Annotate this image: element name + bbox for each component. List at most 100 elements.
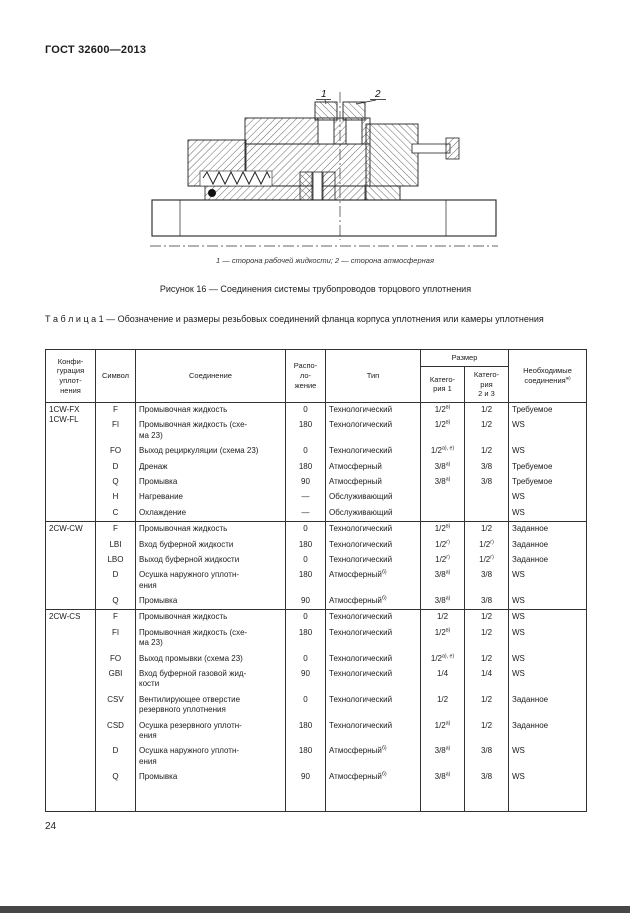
required-cell: WS bbox=[508, 490, 587, 506]
col-header-location: Распо-ло-жение bbox=[285, 349, 326, 403]
type-cell: Обслуживающий bbox=[325, 490, 421, 506]
page-number: 24 bbox=[45, 821, 57, 832]
cat1-cell: 1/2а) bbox=[420, 718, 465, 745]
location-cell: 180 bbox=[285, 537, 326, 553]
symbol-cell: D bbox=[95, 568, 136, 595]
connection-cell: Промывочная жидкость bbox=[135, 609, 286, 626]
symbol-cell: FO bbox=[95, 651, 136, 668]
symbol-cell: CSD bbox=[95, 718, 136, 745]
cat1-cell: 3/8а) bbox=[420, 459, 465, 475]
symbol-cell: GBI bbox=[95, 667, 136, 693]
type-cell: Технологический bbox=[325, 692, 421, 719]
required-cell: WS bbox=[508, 667, 587, 693]
col-header-connection: Соединение bbox=[135, 349, 286, 403]
symbol-cell: F bbox=[95, 609, 136, 626]
required-cell: WS bbox=[508, 770, 587, 812]
connection-cell: Охлаждение bbox=[135, 505, 286, 522]
config-cell: 2CW-CS bbox=[45, 609, 96, 812]
location-cell: 180 bbox=[285, 418, 326, 445]
type-cell: Технологический bbox=[325, 625, 421, 652]
connection-cell: Промывка bbox=[135, 770, 286, 812]
location-cell: 180 bbox=[285, 459, 326, 475]
type-cell: Технологический bbox=[325, 609, 421, 626]
cat23-cell: 1/2 bbox=[464, 444, 509, 460]
seal-faces bbox=[299, 171, 336, 201]
cat1-cell: 1/2 bbox=[420, 692, 465, 719]
cat1-cell bbox=[420, 490, 465, 506]
required-cell: Заданное bbox=[508, 692, 587, 719]
connection-cell: Осушка резервного уплотн-ения bbox=[135, 718, 286, 745]
figure-callouts: 1 2 bbox=[316, 89, 386, 105]
type-cell: Технологический bbox=[325, 667, 421, 693]
required-cell: Заданное bbox=[508, 552, 587, 569]
type-cell: Технологический bbox=[325, 444, 421, 460]
centerlines bbox=[150, 92, 498, 247]
figure-callout-2: 2 bbox=[374, 89, 381, 100]
symbol-cell: FI bbox=[95, 625, 136, 652]
connection-cell: Промывочная жидкость (схе-ма 23) bbox=[135, 625, 286, 652]
cat23-cell: 1/2 bbox=[464, 718, 509, 745]
cat23-cell: 3/8 bbox=[464, 594, 509, 610]
cat23-cell: 1/2 bbox=[464, 651, 509, 668]
scan-edge-artifact bbox=[0, 906, 630, 913]
location-cell: — bbox=[285, 505, 326, 522]
required-cell: WS bbox=[508, 651, 587, 668]
type-cell: Обслуживающий bbox=[325, 505, 421, 522]
connection-cell: Осушка наружного уплотн-ения bbox=[135, 744, 286, 771]
cat23-cell: 1/2г) bbox=[464, 552, 509, 569]
figure-callout-1: 1 bbox=[321, 89, 327, 100]
col-header-category1: Катего-рия 1 bbox=[420, 365, 465, 404]
cat1-cell: 1/2а), е) bbox=[420, 651, 465, 668]
cat1-cell: 1/2г) bbox=[420, 537, 465, 553]
cat23-cell: 3/8 bbox=[464, 568, 509, 595]
cat23-cell: 1/4 bbox=[464, 667, 509, 693]
connection-cell: Выход рециркуляции (схема 23) bbox=[135, 444, 286, 460]
cat1-cell: 3/8а) bbox=[420, 770, 465, 812]
cat23-cell: 1/2 bbox=[464, 609, 509, 626]
cat23-cell: 3/8 bbox=[464, 474, 509, 491]
connection-cell: Промывочная жидкость (схе-ма 23) bbox=[135, 418, 286, 445]
symbol-cell: H bbox=[95, 490, 136, 506]
figure-16-drawing: 1 2 bbox=[150, 89, 498, 247]
type-cell: Технологический bbox=[325, 537, 421, 553]
cat23-cell: 3/8 bbox=[464, 459, 509, 475]
o-ring bbox=[208, 189, 216, 197]
type-cell: Атмосферныйб) bbox=[325, 770, 421, 812]
cat23-cell: 3/8 bbox=[464, 744, 509, 771]
cat23-cell: 1/2 bbox=[464, 402, 509, 419]
required-cell: WS bbox=[508, 418, 587, 445]
required-cell: WS bbox=[508, 505, 587, 522]
spring-assembly bbox=[199, 170, 273, 187]
location-cell: 90 bbox=[285, 474, 326, 491]
required-cell: WS bbox=[508, 568, 587, 595]
shaft-sleeve bbox=[204, 185, 366, 201]
type-cell: Технологический bbox=[325, 552, 421, 569]
location-cell: 90 bbox=[285, 667, 326, 693]
required-cell: Заданное bbox=[508, 537, 587, 553]
location-cell: 0 bbox=[285, 521, 326, 538]
cat23-cell: 1/2г) bbox=[464, 537, 509, 553]
cat1-cell: 1/4 bbox=[420, 667, 465, 693]
cat1-cell: 1/2в) bbox=[420, 418, 465, 445]
table-title: Т а б л и ц а 1 — Обозначение и размеры … bbox=[45, 314, 544, 324]
type-cell: Атмосферный bbox=[325, 474, 421, 491]
required-cell: WS bbox=[508, 594, 587, 610]
symbol-cell: LBO bbox=[95, 552, 136, 569]
symbol-cell: LBI bbox=[95, 537, 136, 553]
cat1-cell: 3/8а) bbox=[420, 568, 465, 595]
